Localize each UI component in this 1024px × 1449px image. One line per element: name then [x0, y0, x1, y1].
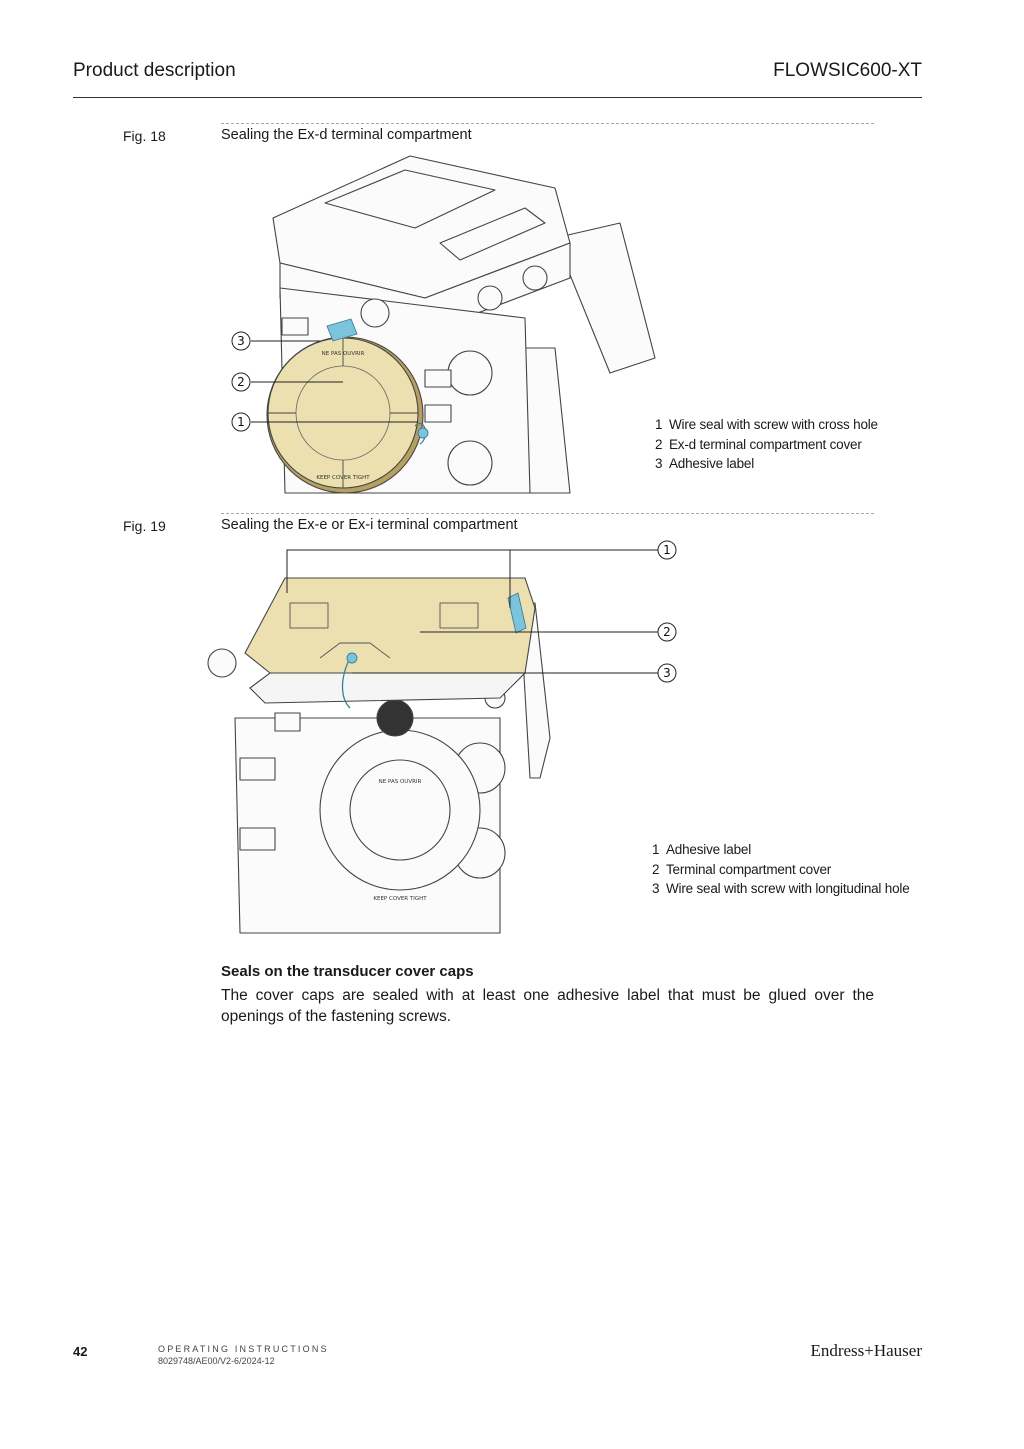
header-section-title: Product description — [73, 60, 236, 81]
callout-2-label: 2 — [663, 625, 671, 639]
figure-19-number: Fig. 19 — [123, 518, 166, 534]
callout-2-label: 2 — [237, 375, 245, 389]
callout-1-label: 1 — [663, 543, 671, 557]
document-type: OPERATING INSTRUCTIONS — [158, 1344, 329, 1354]
wire-seal — [346, 652, 358, 664]
callout-1-marker — [657, 540, 677, 560]
callout-2-marker — [657, 622, 677, 642]
cover-inscription-bottom: KEEP COVER TIGHT — [373, 896, 427, 902]
figure-18-illustration: NE PAS OUVRIR KEEP COVER TIGHT 3 2 1 — [231, 155, 656, 494]
wire-seal — [417, 427, 429, 439]
page-number: 42 — [73, 1344, 88, 1359]
adhesive-label-seal — [507, 592, 527, 634]
callout-3-label: 3 — [663, 666, 671, 680]
cover-inscription-top: NE PAS OUVRIR — [379, 779, 422, 785]
section-body: The cover caps are sealed with at least … — [221, 987, 874, 1025]
figure-separator — [221, 123, 874, 124]
figure-18-title: Sealing the Ex-d terminal compartment — [221, 127, 472, 143]
figure-19-illustration: NE PAS OUVRIR KEEP COVER TIGHT 1 2 3 — [207, 540, 677, 934]
section-heading: Seals on the transducer cover caps — [221, 963, 474, 980]
header-product-name: FLOWSIC600-XT — [773, 60, 922, 81]
figure-19-title: Sealing the Ex-e or Ex-i terminal compar… — [221, 517, 518, 533]
callout-3-marker — [657, 663, 677, 683]
adhesive-label-seal — [326, 318, 358, 342]
cover-inscription-bottom: KEEP COVER TIGHT — [316, 475, 370, 481]
header-divider — [73, 97, 922, 98]
callout-2-marker — [231, 372, 251, 392]
callout-1-marker — [231, 412, 251, 432]
callout-1-label: 1 — [237, 415, 245, 429]
terminal-cover-highlight — [244, 577, 536, 674]
figure-separator — [221, 513, 874, 514]
callout-3-label: 3 — [237, 334, 245, 348]
callout-3-marker — [231, 331, 251, 351]
cover-inscription-top: NE PAS OUVRIR — [322, 351, 365, 357]
figure-18-number: Fig. 18 — [123, 128, 166, 144]
brand-logo: Endress+Hauser — [810, 1341, 922, 1360]
document-id: 8029748/AE00/V2-6/2024-12 — [158, 1356, 275, 1366]
